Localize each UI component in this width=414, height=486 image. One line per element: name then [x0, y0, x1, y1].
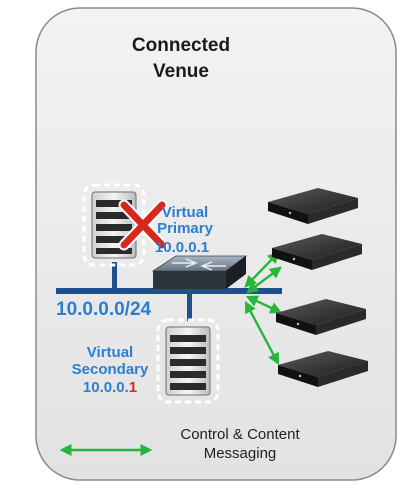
network-bar: [56, 288, 282, 294]
secondary-label-line1: Virtual: [87, 344, 133, 361]
media-player-2-icon: [272, 234, 362, 270]
venue-title-line2: Venue: [153, 61, 209, 82]
legend-label-line1: Control & Content: [180, 426, 300, 443]
secondary-label-line2: Secondary: [72, 361, 149, 378]
secondary-ip-label: 10.0.0.1: [83, 379, 137, 396]
secondary-drop: [187, 291, 192, 321]
secondary-ip-prefix: 10.0.0.: [83, 379, 129, 396]
subnet-label: 10.0.0.0/24: [56, 299, 152, 320]
network-lines: [56, 262, 282, 321]
secondary-ip-suffix: 1: [129, 379, 137, 396]
media-player-1-icon: [268, 188, 358, 224]
link-player-4: [244, 300, 280, 366]
network-switch-icon: [151, 255, 248, 289]
control-links: [244, 251, 283, 366]
link-player-2: [246, 266, 282, 294]
primary-ip-label: 10.0.0.1: [155, 239, 209, 256]
primary-label-line2: Primary: [157, 220, 214, 237]
primary-label-line1: Virtual: [162, 204, 208, 221]
failure-x-icon: [118, 199, 168, 251]
secondary-server-icon: [156, 318, 220, 404]
media-player-4-icon: [278, 351, 368, 387]
primary-drop: [112, 262, 117, 291]
venue-title-line1: Connected: [132, 35, 230, 56]
media-player-3-icon: [276, 299, 366, 335]
primary-server-icon: [82, 183, 146, 267]
legend-label-line2: Messaging: [204, 445, 277, 462]
